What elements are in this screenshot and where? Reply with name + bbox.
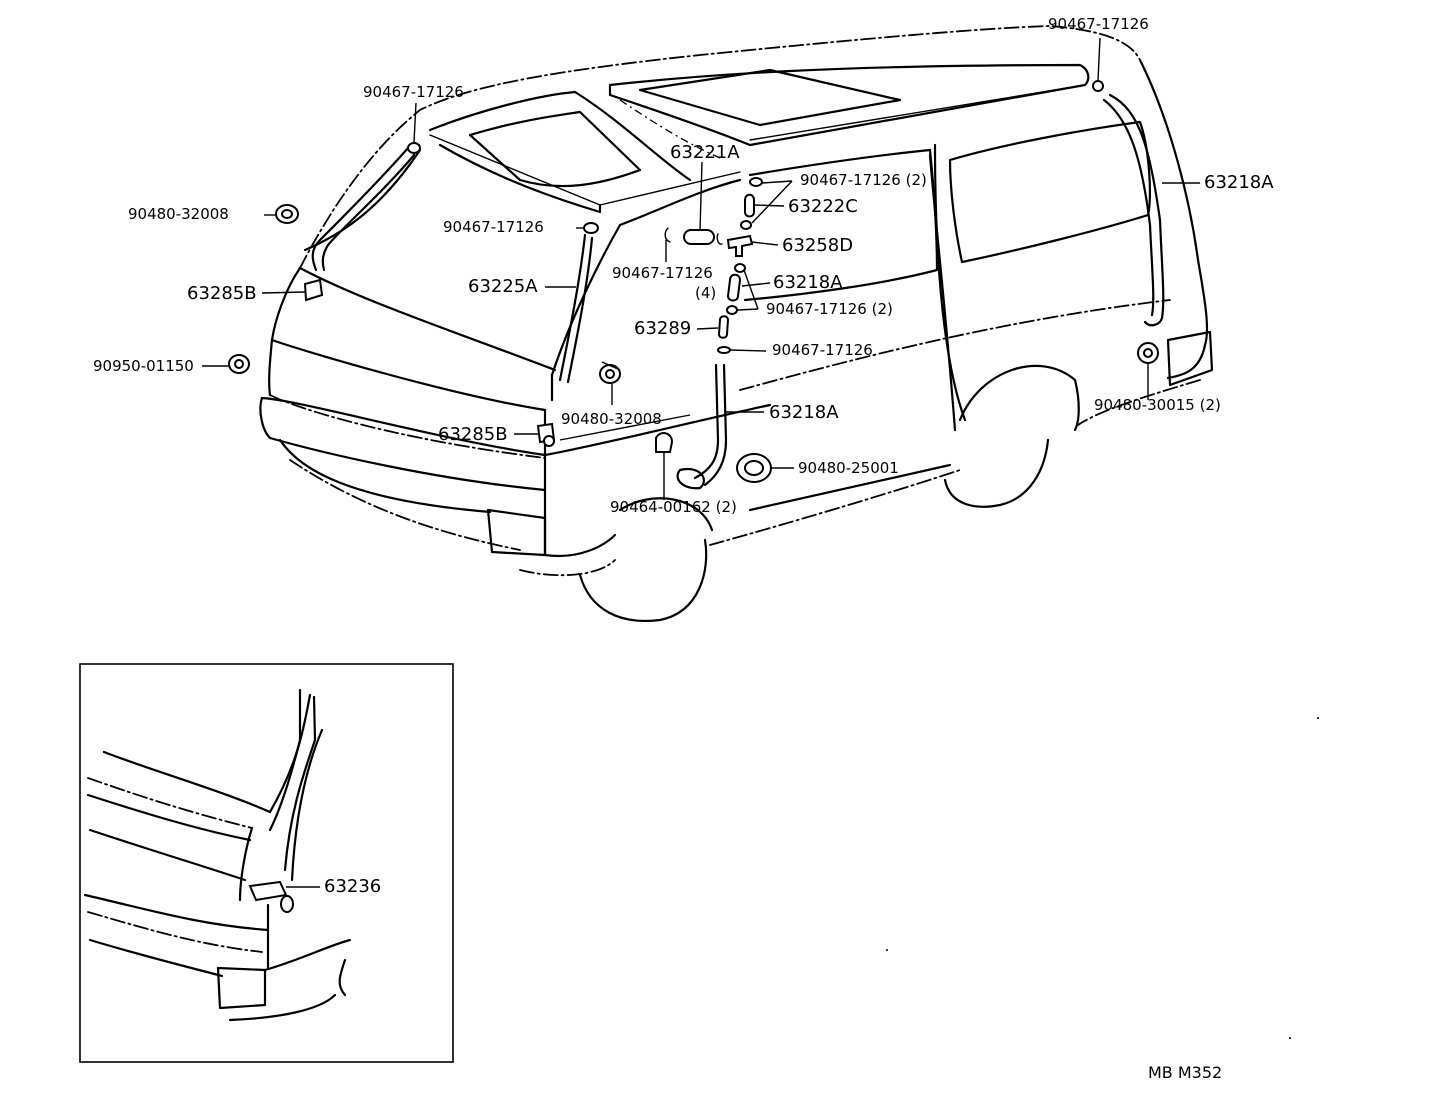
label-90467-lower: 90467-17126 bbox=[772, 341, 873, 359]
leader-lines bbox=[202, 37, 1200, 500]
label-63218a-right: 63218A bbox=[1204, 172, 1274, 193]
label-63285b-upper: 63285B bbox=[187, 283, 257, 304]
label-90467-pillar: 90467-17126 bbox=[443, 218, 544, 236]
label-90480-30015: 90480-30015 (2) bbox=[1094, 396, 1221, 414]
label-90480-25001: 90480-25001 bbox=[798, 459, 899, 477]
label-90467-4: 90467-17126 bbox=[612, 264, 713, 282]
label-90950-01150: 90950-01150 bbox=[93, 357, 194, 375]
footer-code: MB M352 bbox=[1148, 1063, 1223, 1082]
label-63225a: 63225A bbox=[468, 276, 538, 297]
small-parts bbox=[228, 80, 1159, 483]
label-63218a-mid: 63218A bbox=[773, 272, 843, 293]
label-63221a: 63221A bbox=[670, 142, 740, 163]
label-90467-4-qty: (4) bbox=[695, 284, 717, 302]
label-90467-2a: 90467-17126 (2) bbox=[800, 171, 927, 189]
label-90467-roof-left: 90467-17126 bbox=[363, 83, 464, 101]
label-90480-32008-left: 90480-32008 bbox=[128, 205, 229, 223]
label-90467-roof-right: 90467-17126 bbox=[1048, 15, 1149, 33]
label-63236: 63236 bbox=[324, 876, 382, 897]
inset-detail bbox=[79, 663, 454, 1063]
label-63289: 63289 bbox=[634, 318, 692, 339]
label-63222c: 63222C bbox=[788, 196, 858, 217]
washer-hoses bbox=[311, 93, 1165, 490]
label-63285b-lower: 63285B bbox=[438, 424, 508, 445]
label-63258d: 63258D bbox=[782, 235, 854, 256]
label-63218a-lower: 63218A bbox=[769, 402, 839, 423]
label-90467-2b: 90467-17126 (2) bbox=[766, 300, 893, 318]
label-90464-00162: 90464-00162 (2) bbox=[610, 498, 737, 516]
van-body-outline bbox=[259, 25, 1214, 622]
label-90480-32008-center: 90480-32008 bbox=[561, 410, 662, 428]
